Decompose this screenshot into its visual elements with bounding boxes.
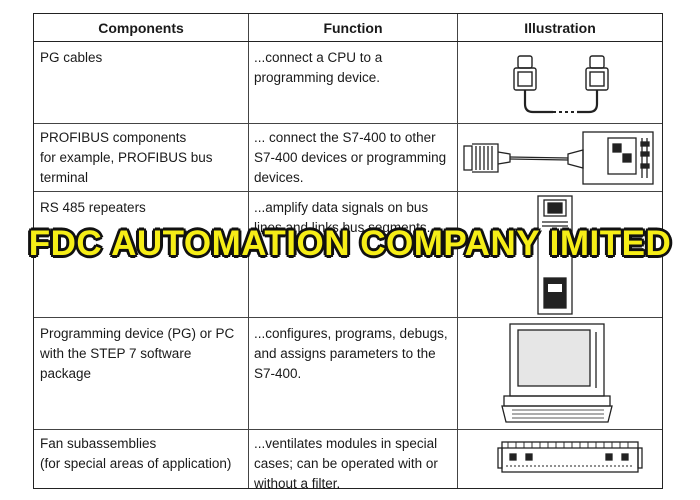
function-line: ... connect the S7-400 to other <box>254 130 436 145</box>
function-cell: ...configures, programs, debugs, and ass… <box>254 324 454 384</box>
header-components: Components <box>98 19 184 36</box>
table-row: RS 485 repeaters ...amplify data signals… <box>34 192 662 318</box>
component-line: (for special areas of application) <box>40 456 232 471</box>
components-table: Components Function Illustration PG cabl… <box>33 13 663 491</box>
component-line: Fan subassemblies <box>40 436 157 451</box>
component-cell: PG cables <box>40 48 245 68</box>
component-line: Programming device (PG) or PC <box>40 326 235 341</box>
component-cell: Fan subassemblies (for special areas of … <box>40 434 245 474</box>
table-header: Components Function Illustration <box>34 14 662 42</box>
component-cell: Programming device (PG) or PC with the S… <box>40 324 245 384</box>
function-line: cases; can be operated with or <box>254 456 438 471</box>
table-row: PG cables ...connect a CPU to a programm… <box>34 42 662 124</box>
table-row: Programming device (PG) or PC with the S… <box>34 318 662 430</box>
fan-subassembly-icon <box>458 430 662 488</box>
function-line: ...connect a CPU to a <box>254 50 383 65</box>
component-cell: PROFIBUS components for example, PROFIBU… <box>40 128 245 188</box>
function-line: S7-400. <box>254 366 302 381</box>
component-line: PG cables <box>40 50 103 65</box>
function-cell: ... connect the S7-400 to other S7-400 d… <box>254 128 454 188</box>
table-row: PROFIBUS components for example, PROFIBU… <box>34 124 662 192</box>
function-line: without a filter. <box>254 476 341 491</box>
function-cell: ...amplify data signals on bus lines and… <box>254 198 454 238</box>
pg-cable-icon <box>458 42 662 123</box>
function-line: S7-400 devices or programming <box>254 150 447 165</box>
programming-device-icon <box>458 318 662 429</box>
function-line: ...amplify data signals on bus <box>254 200 429 215</box>
component-line: terminal <box>40 170 89 185</box>
header-illustration: Illustration <box>524 19 596 36</box>
component-line: package <box>40 366 92 381</box>
function-line: lines and links bus segments. <box>254 220 431 235</box>
function-line: programming device. <box>254 70 381 85</box>
profibus-terminal-icon <box>458 124 662 191</box>
watermark-banner: FDC AUTOMATION COMPANY IMITED <box>28 224 672 263</box>
header-function: Function <box>323 19 383 36</box>
function-line: ...configures, programs, debugs, <box>254 326 448 341</box>
table-row: Fan subassemblies (for special areas of … <box>34 430 662 491</box>
component-line: for example, PROFIBUS bus <box>40 150 213 165</box>
component-cell: RS 485 repeaters <box>40 198 245 218</box>
function-cell: ...connect a CPU to a programming device… <box>254 48 454 88</box>
component-line: PROFIBUS components <box>40 130 187 145</box>
rs485-repeater-icon <box>458 192 662 317</box>
function-cell: ...ventilates modules in special cases; … <box>254 434 454 494</box>
component-line: RS 485 repeaters <box>40 200 146 215</box>
component-line: with the STEP 7 software <box>40 346 192 361</box>
function-line: ...ventilates modules in special <box>254 436 438 451</box>
function-line: devices. <box>254 170 304 185</box>
function-line: and assigns parameters to the <box>254 346 436 361</box>
